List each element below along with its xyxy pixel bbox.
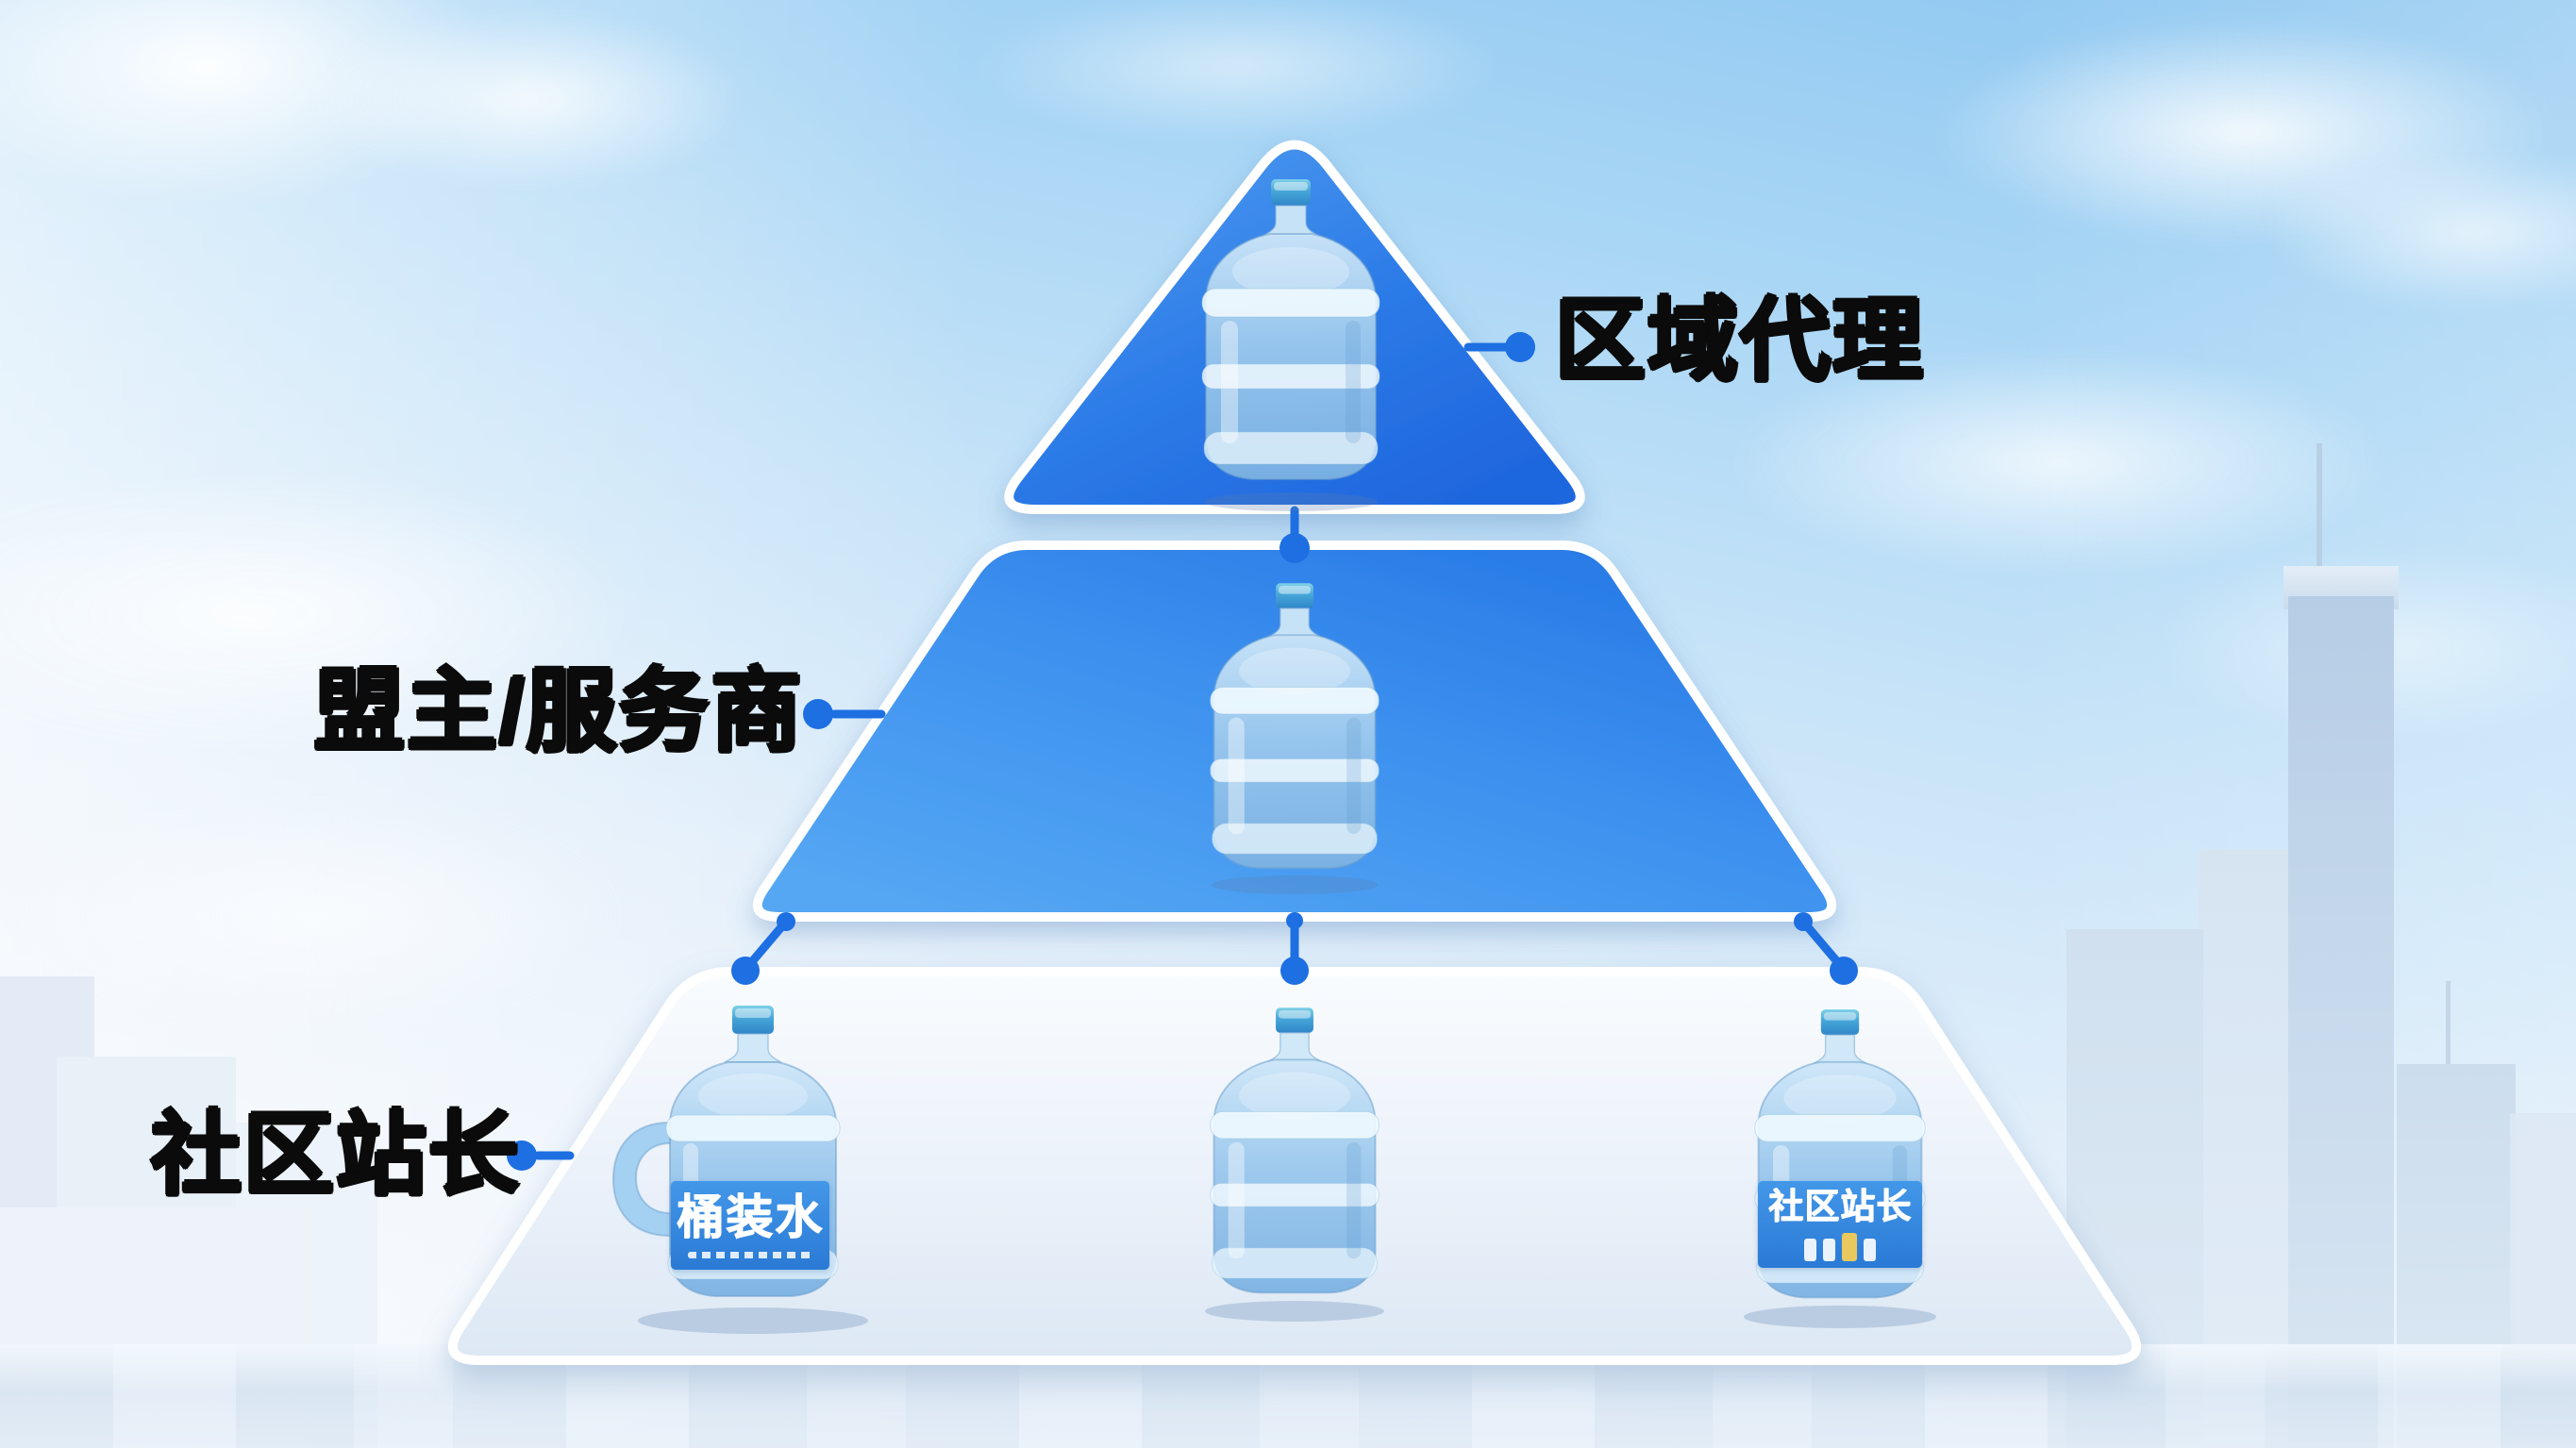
connector-dot [777, 912, 795, 931]
bottle-shadow [1205, 1301, 1384, 1322]
connector-dot [1794, 912, 1813, 931]
building-antenna [2446, 981, 2451, 1068]
bottle-label-text-left: 桶装水 [677, 1190, 824, 1243]
mini-bottle-icon-yellow [1842, 1232, 1857, 1261]
bottle-shadows [638, 492, 1936, 1334]
bottle-sheen [698, 1074, 808, 1119]
connector-dot [803, 699, 833, 729]
bottle-cap [732, 1006, 774, 1034]
bottle-label-subtext-bar [688, 1251, 812, 1258]
connector-dot [507, 1140, 537, 1171]
connector-dot [1505, 332, 1535, 362]
tier1-label: 区域代理 [1555, 291, 1925, 391]
connector-line-tier2-tier3-left [744, 917, 791, 970]
cloud [0, 472, 642, 755]
connector-line-tier2-tier3-right [1798, 917, 1845, 970]
cloud [972, 0, 1500, 141]
bottle-cap-highlight [735, 1008, 771, 1018]
bottle-handle [611, 1121, 671, 1238]
building-antenna [2317, 443, 2322, 575]
bottle-label-plate-right: 社区站长 [1758, 1181, 1922, 1268]
mini-bottle-icon [1804, 1238, 1816, 1261]
skyscraper [2288, 596, 2394, 1448]
mini-bottle-icon [1823, 1238, 1835, 1261]
connector-dot [1830, 957, 1858, 985]
connector-dot [1280, 533, 1310, 563]
cloud [311, 9, 745, 189]
bottle-shadow [1744, 1306, 1936, 1328]
mini-bottle-icons [1804, 1232, 1876, 1261]
tier3-label: 社区站长 [151, 1105, 521, 1206]
bottle-label-text-right: 社区站长 [1768, 1186, 1912, 1225]
bottle-ring [665, 1114, 841, 1142]
cloud [19, 802, 623, 1028]
bottle-shadow [638, 1307, 868, 1334]
bottle-shadow [1212, 875, 1378, 894]
cloud [1727, 349, 2387, 575]
connector-dot [731, 957, 760, 985]
cloud [2265, 151, 2576, 311]
bottle-shadow [1204, 492, 1378, 511]
connector-dot [1280, 957, 1309, 985]
mini-bottle-icon [1864, 1238, 1876, 1261]
connector-dot [1286, 912, 1303, 929]
bottle-label-plate-left: 桶装水 [671, 1181, 829, 1270]
tier2-label: 盟主/服务商 [314, 661, 804, 762]
connectors [507, 332, 1858, 1171]
